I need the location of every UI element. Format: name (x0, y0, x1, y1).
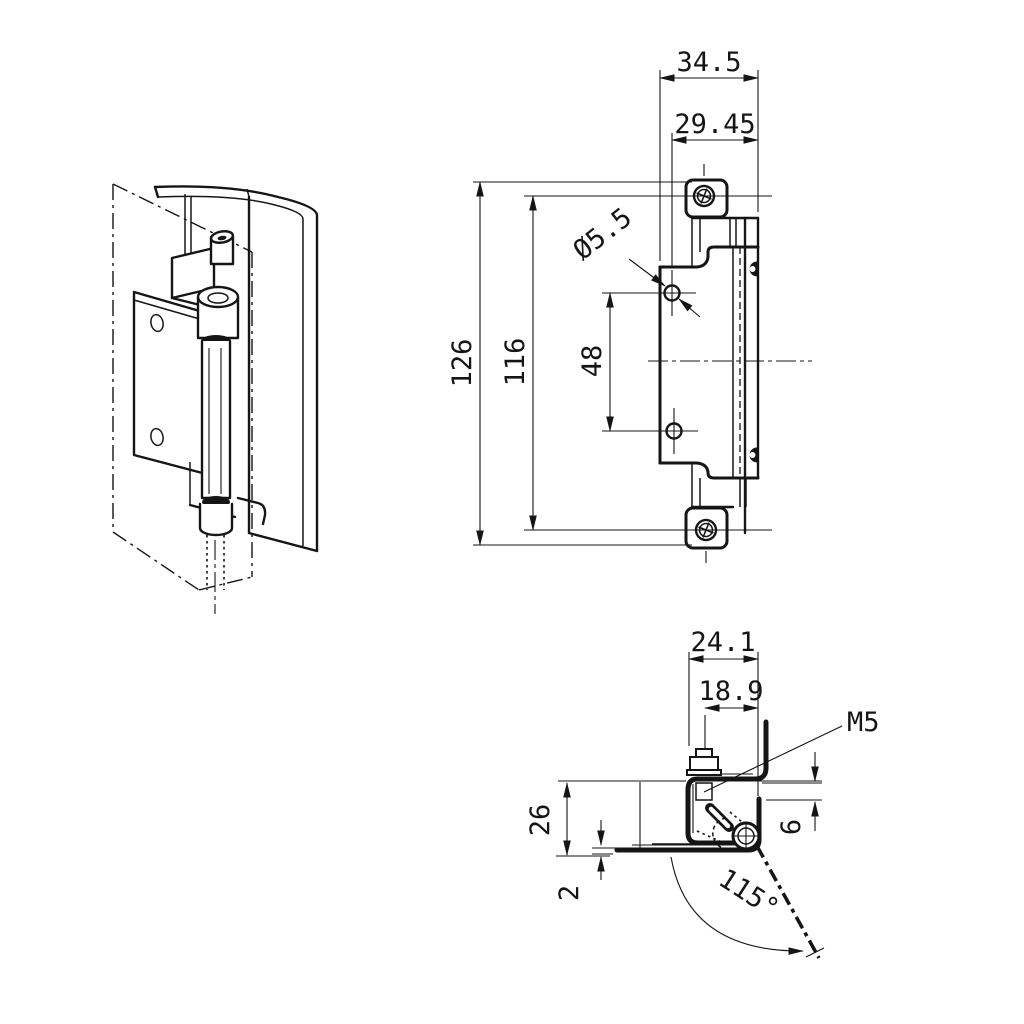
dim-hole-diameter: Ø5.5 (568, 202, 701, 318)
opening-angle: 115° (670, 845, 825, 959)
spring-lever (696, 803, 743, 850)
dim-overall-height-bottom: 26 (525, 782, 610, 857)
front-outline (658, 178, 760, 550)
dim-height-label: 26 (525, 804, 556, 837)
open-position-line (755, 845, 821, 959)
dim-hole-to-edge-label: 29.45 (674, 109, 755, 140)
dim-overall-depth-label: 24.1 (690, 627, 755, 658)
slot-hole-top (150, 313, 164, 333)
bottom-view: 115° 24.1 18.9 M5 26 2 (525, 627, 880, 959)
slot-hole-bottom (150, 427, 164, 447)
opening-angle-arc (670, 856, 804, 955)
thread-size-label: M5 (847, 707, 880, 738)
dim-overall-depth: 24.1 (688, 627, 759, 796)
hinge-pin-top (209, 235, 235, 266)
dim-offset-label: 6 (776, 819, 807, 835)
m5-leader-line (703, 725, 843, 793)
dim-hole-spacing-label: 48 (577, 345, 608, 378)
dim-overall-height: 126 (447, 181, 692, 546)
m5-nut (686, 748, 722, 801)
dim-hole-to-edge: 29.45 (671, 109, 759, 268)
dim-hole-spacing: 48 (577, 292, 660, 432)
dim-screw-spacing-label: 116 (500, 338, 531, 387)
hinge-barrel-iso (196, 285, 267, 614)
isometric-view (112, 183, 319, 614)
thread-callout: M5 (703, 707, 880, 793)
dim-hole-diameter-label: Ø5.5 (568, 202, 638, 266)
front-view: 34.5 29.45 126 116 48 Ø5.5 (447, 47, 812, 563)
hinge-barrel (731, 821, 761, 851)
dim-inner-depth-label: 18.9 (698, 676, 763, 707)
frame-profile (153, 185, 319, 553)
dim-overall-width: 34.5 (659, 47, 759, 261)
dim-inner-depth: 18.9 (698, 676, 764, 748)
dim-overall-height-label: 126 (447, 339, 478, 388)
dim-edge-offset: 6 (762, 752, 822, 835)
dim-opening-angle-label: 115° (713, 863, 784, 924)
dim-overall-width-label: 34.5 (676, 47, 741, 78)
dim-thickness-label: 2 (554, 885, 585, 901)
dim-sheet-thickness: 2 (554, 820, 670, 901)
dim-screw-spacing: 116 (500, 195, 537, 531)
